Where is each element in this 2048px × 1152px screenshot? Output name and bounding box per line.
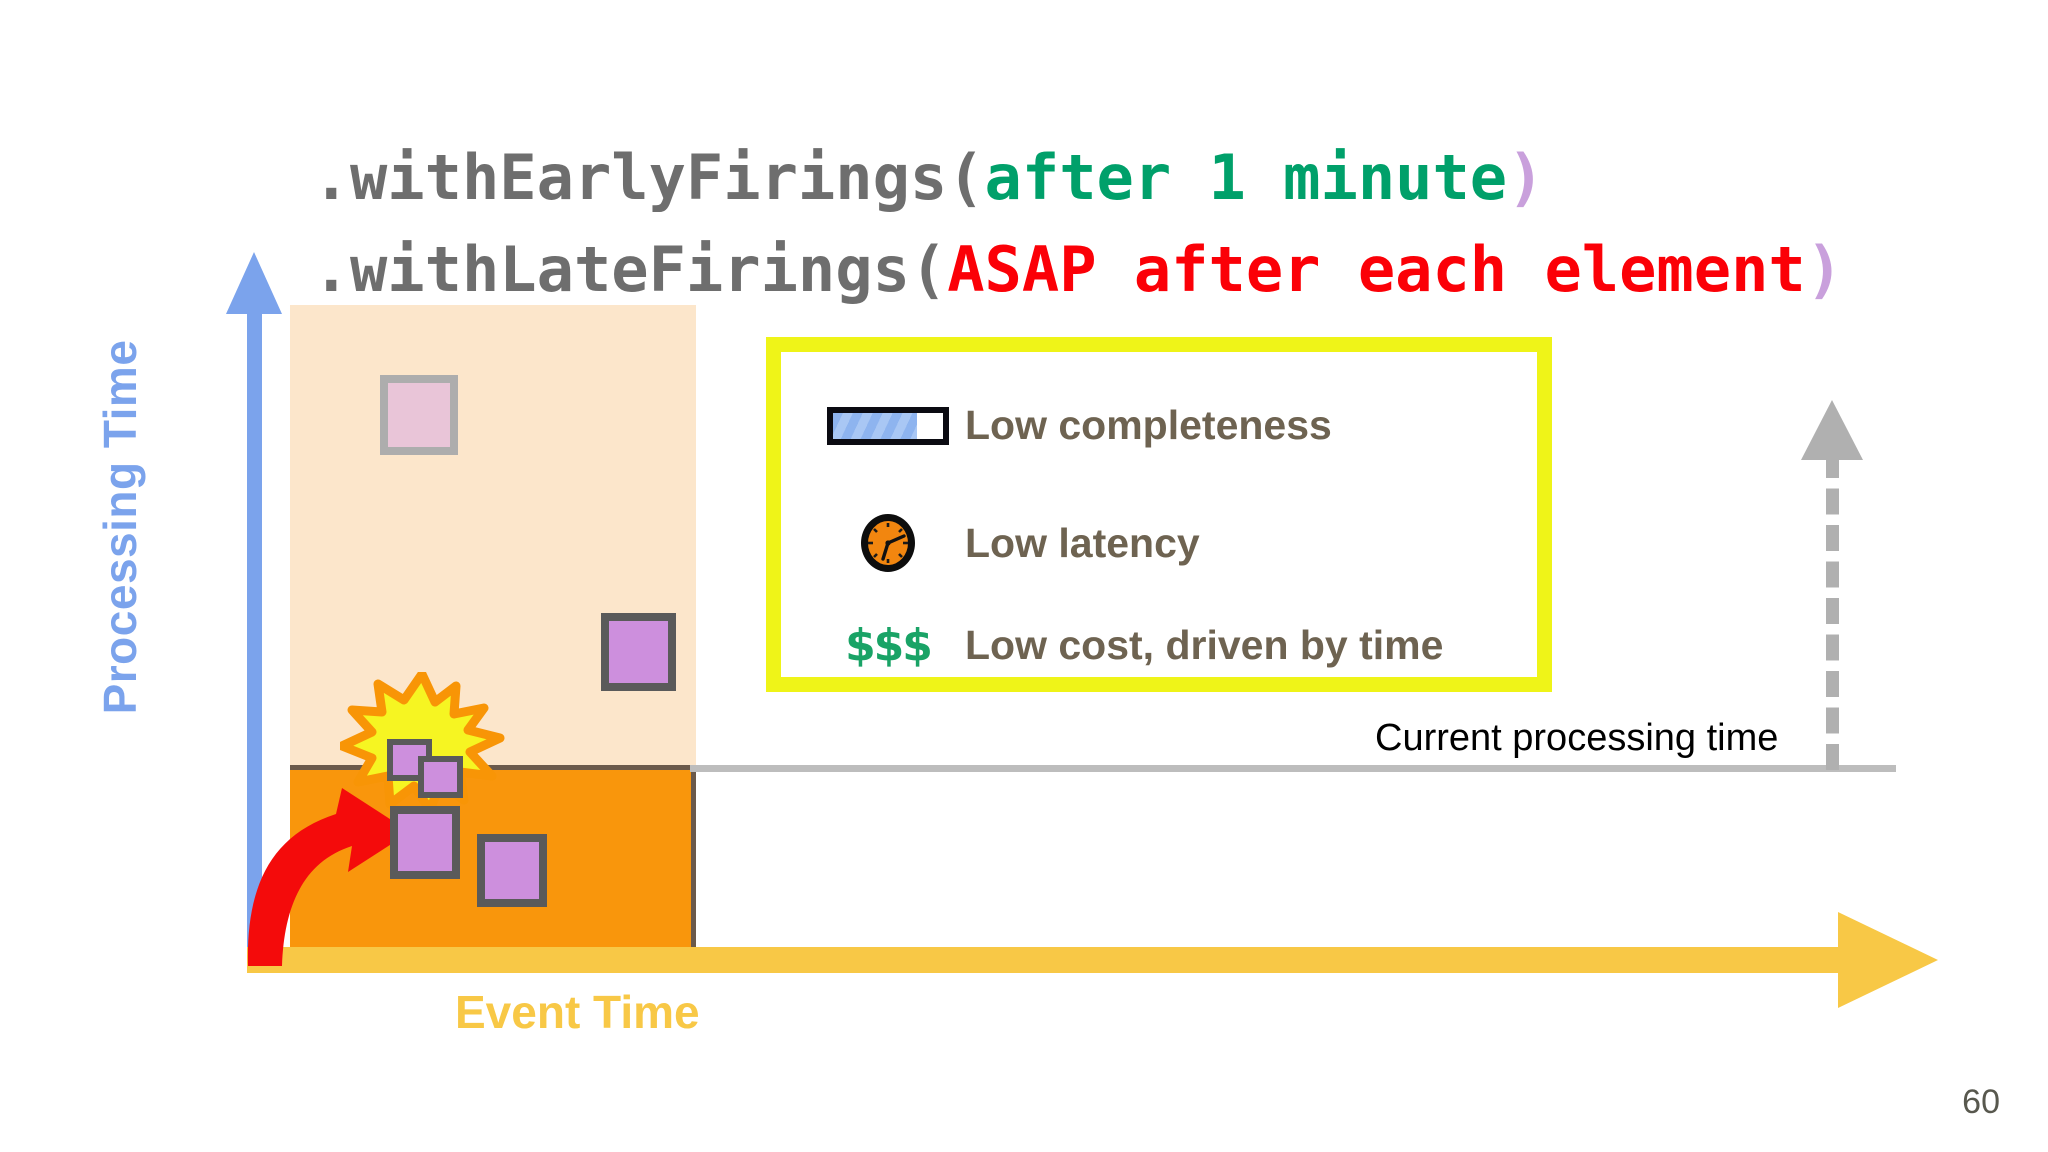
y-axis-arrowhead-icon [226, 252, 282, 314]
current-processing-time-label: Current processing time [1375, 717, 1779, 759]
dollars-icon: $$$ [845, 620, 933, 671]
watermark-arrowhead-icon [1801, 400, 1863, 460]
watermark-dashed-line [1826, 452, 1839, 770]
legend-item-latency: Low latency [823, 512, 1200, 574]
x-axis-label: Event Time [455, 986, 700, 1038]
code-line-early-firings: .withEarlyFirings(after 1 minute) [238, 68, 1545, 214]
current-processing-time-line [690, 765, 1896, 772]
dollars-icon-wrap: $$$ [823, 620, 953, 671]
legend-item-completeness: Low completeness [823, 402, 1332, 449]
code-token-method-early: .withEarlyFirings( [312, 141, 985, 214]
code-token-paren-late: ) [1805, 233, 1844, 306]
x-axis-shaft [247, 947, 1854, 973]
element-pending-top [380, 375, 458, 455]
y-axis-label: Processing Time [94, 339, 146, 715]
legend-box: Low completeness [766, 337, 1552, 692]
legend-label-completeness: Low completeness [965, 402, 1332, 448]
legend-label-cost: Low cost, driven by time [965, 622, 1444, 668]
clock-icon-wrap [823, 512, 953, 574]
code-token-paren-early: ) [1507, 141, 1545, 214]
element-emitted-large-1 [390, 806, 460, 879]
element-burst-small-2 [418, 756, 463, 798]
x-axis-arrowhead-icon [1838, 912, 1938, 1008]
progress-bar-icon-wrap [823, 406, 953, 445]
code-token-method-late: .withLateFirings( [312, 233, 948, 306]
page-number: 60 [1962, 1083, 2000, 1121]
code-token-arg-late: ASAP after each element [947, 233, 1806, 306]
attention-arrow-icon [247, 788, 410, 966]
element-emitted-large-2 [477, 834, 547, 907]
progress-bar-fill [833, 412, 917, 439]
y-axis-shaft [247, 300, 262, 972]
legend-label-latency: Low latency [965, 519, 1200, 566]
legend-item-cost: $$$ Low cost, driven by time [823, 620, 1443, 671]
code-token-arg-early: after 1 minute [984, 141, 1508, 214]
code-line-late-firings: .withLateFirings(ASAP after each element… [238, 160, 1843, 306]
element-pending-mid [601, 613, 676, 691]
progress-bar-icon [827, 406, 949, 445]
clock-icon [861, 514, 915, 572]
